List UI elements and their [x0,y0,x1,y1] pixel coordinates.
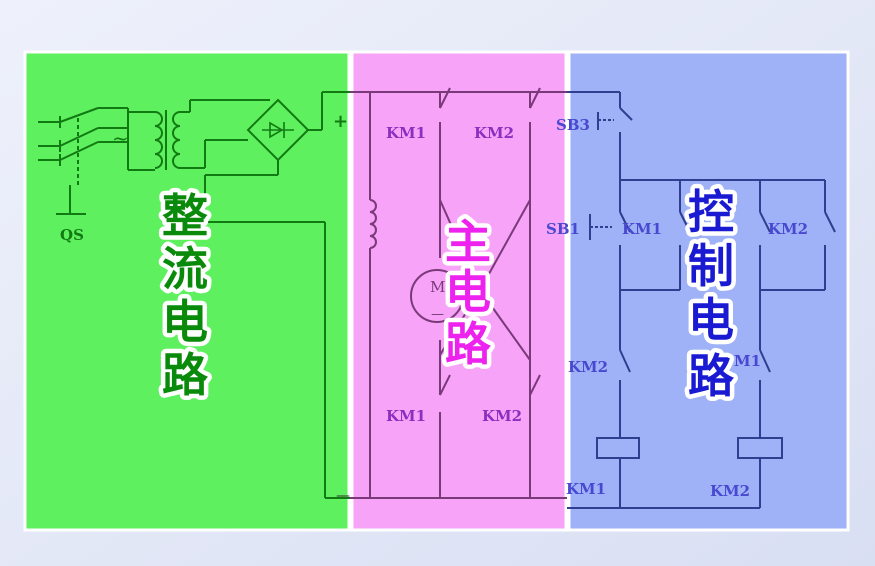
control-title-char: 路 [688,349,735,403]
km1-interlock-label: M1 [734,352,761,370]
main-title-char: 路 [445,317,492,371]
main-circuit-title: 主 电 路 [441,211,497,376]
tilde-label: ~ [112,126,129,150]
plus-label: + [333,111,348,132]
sb1-label: SB1 [546,220,580,238]
motor-label: M [430,278,445,296]
km1-top-label: KM1 [386,124,426,142]
km1-hold-label: KM1 [622,220,662,238]
km2-hold-label: KM2 [768,220,808,238]
main-title-char: 电 [445,265,491,319]
km2-bottom-label: KM2 [482,407,522,425]
bridge-diode-icon [262,121,294,139]
control-title-char: 控 [688,185,734,239]
sb3-label: SB3 [556,116,590,134]
control-wiring [567,91,836,509]
rectifier-wiring [38,91,350,499]
minus-label: — [336,488,350,504]
km2-interlock-label: KM2 [568,358,608,376]
control-title: 控 制 电 路 [684,181,740,408]
coil-km2-label: KM2 [710,482,750,500]
qs-label: QS [60,226,84,244]
control-title-char: 制 [688,239,734,293]
rectifier-title-char: 路 [162,348,209,402]
rectifier-title-char: 流 [162,242,208,296]
rectifier-title-char: 整 [162,189,208,243]
coil-km1-label: KM1 [566,480,606,498]
km1-bottom-label: KM1 [386,407,426,425]
rectifier-title-char: 电 [162,295,208,349]
main-wiring [350,87,567,499]
km2-top-label: KM2 [474,124,514,142]
motor-minus-label: — [431,307,444,322]
rectifier-panel [23,50,351,532]
rectifier-title: 整 流 电 路 [158,185,214,407]
control-title-char: 电 [688,293,734,347]
main-title-char: 主 [445,215,491,269]
